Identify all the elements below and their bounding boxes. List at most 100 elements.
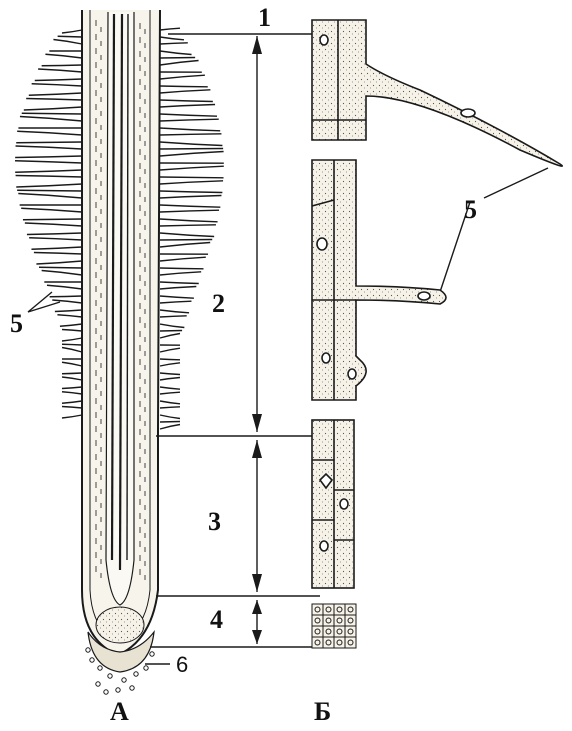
meristem-cell (323, 626, 334, 637)
root-hair (62, 362, 82, 366)
cell-nucleus (348, 369, 356, 379)
root-hair (160, 392, 180, 394)
root-hair (160, 257, 206, 261)
leader-5-left-b (28, 302, 60, 312)
arrowhead (252, 36, 262, 54)
root-hairs-left (15, 30, 82, 418)
meristem-cell (323, 637, 334, 648)
label-zone-1: 1 (258, 3, 271, 32)
cap-cell (130, 686, 134, 690)
cell-nucleus (317, 238, 327, 250)
root-hair (16, 184, 82, 187)
root-hair (16, 176, 82, 178)
root-hair (36, 261, 82, 264)
cell-nucleus (461, 109, 475, 117)
meristem-cell (312, 626, 323, 637)
root-hair (62, 373, 82, 374)
cap-cell (108, 674, 112, 678)
root-hair (160, 210, 219, 212)
root-hair (23, 219, 82, 220)
root-hair (160, 363, 180, 366)
leader-5-left-a (28, 292, 52, 312)
root-hair (160, 149, 223, 150)
root-hair (160, 233, 214, 237)
root-hair (39, 267, 82, 268)
root-hair (160, 348, 180, 352)
cell-nucleus (320, 541, 328, 551)
root-hair (58, 36, 82, 37)
root-hair (160, 191, 222, 193)
label-zone-4: 4 (210, 605, 223, 634)
root-hair (62, 330, 82, 332)
cap-cell (98, 666, 102, 670)
root-hair (32, 84, 82, 86)
meristem-cell (312, 604, 323, 615)
cell-nucleus (322, 353, 330, 363)
root-hair (42, 271, 82, 276)
cap-cell (134, 672, 138, 676)
root-hair (53, 40, 82, 45)
root-hair (62, 377, 82, 380)
cell-nucleus (320, 35, 328, 45)
root-hair (29, 238, 82, 240)
label-zone-3: 3 (208, 507, 221, 536)
root-hair (62, 338, 82, 341)
root-cellular-view (312, 20, 562, 648)
cap-cell (104, 690, 108, 694)
root-hair (160, 296, 194, 298)
root-hair (55, 310, 82, 312)
cell-strip-middle (312, 160, 446, 400)
vascular-strand-3 (127, 14, 128, 560)
root-hair (160, 166, 224, 170)
cap-cell (144, 666, 148, 670)
meristem-cell (334, 615, 345, 626)
root-hair (160, 425, 180, 430)
root-longitudinal-view (15, 10, 224, 694)
root-hair (160, 287, 196, 290)
root-hair (160, 205, 220, 207)
root-hair (21, 208, 82, 212)
root-hair (29, 93, 82, 95)
root-hair (62, 392, 82, 394)
root-hair (160, 134, 221, 135)
cap-cell (150, 652, 154, 656)
root-hair (160, 334, 180, 339)
label-zone-2: 2 (212, 289, 225, 318)
root-hair (160, 301, 191, 303)
root-hair (20, 117, 82, 122)
root-hair (35, 79, 82, 81)
root-hair (15, 156, 82, 158)
root-hair (160, 28, 180, 30)
root-hair (160, 43, 188, 44)
meristem-cell (323, 615, 334, 626)
root-hair-cell-short (312, 160, 446, 400)
meristem-cell (345, 626, 356, 637)
root-hair (160, 316, 187, 317)
root-hair (17, 190, 82, 191)
meristem-cell (312, 615, 323, 626)
label-root-hairs-left: 5 (10, 309, 23, 338)
root-hair (160, 324, 184, 328)
apical-meristem (96, 607, 144, 643)
root-hair (160, 243, 210, 248)
root-hair (62, 407, 82, 409)
root-hair (160, 240, 212, 241)
meristem-cell (345, 637, 356, 648)
root-hair (62, 387, 82, 389)
root-hair (57, 315, 82, 317)
root-hair (160, 401, 180, 404)
root-hair (160, 51, 192, 55)
root-hair (42, 65, 82, 66)
arrowhead (252, 630, 262, 644)
root-hair (160, 142, 222, 146)
meristem-cell (334, 604, 345, 615)
root-hair (160, 114, 217, 116)
root-hair (160, 37, 184, 40)
root-hair (160, 181, 223, 184)
root-hair (50, 296, 82, 297)
meristem-cell (334, 626, 345, 637)
root-hair (160, 177, 224, 178)
root-hair (15, 161, 82, 163)
root-hair (160, 219, 218, 222)
root-hair (160, 268, 204, 269)
